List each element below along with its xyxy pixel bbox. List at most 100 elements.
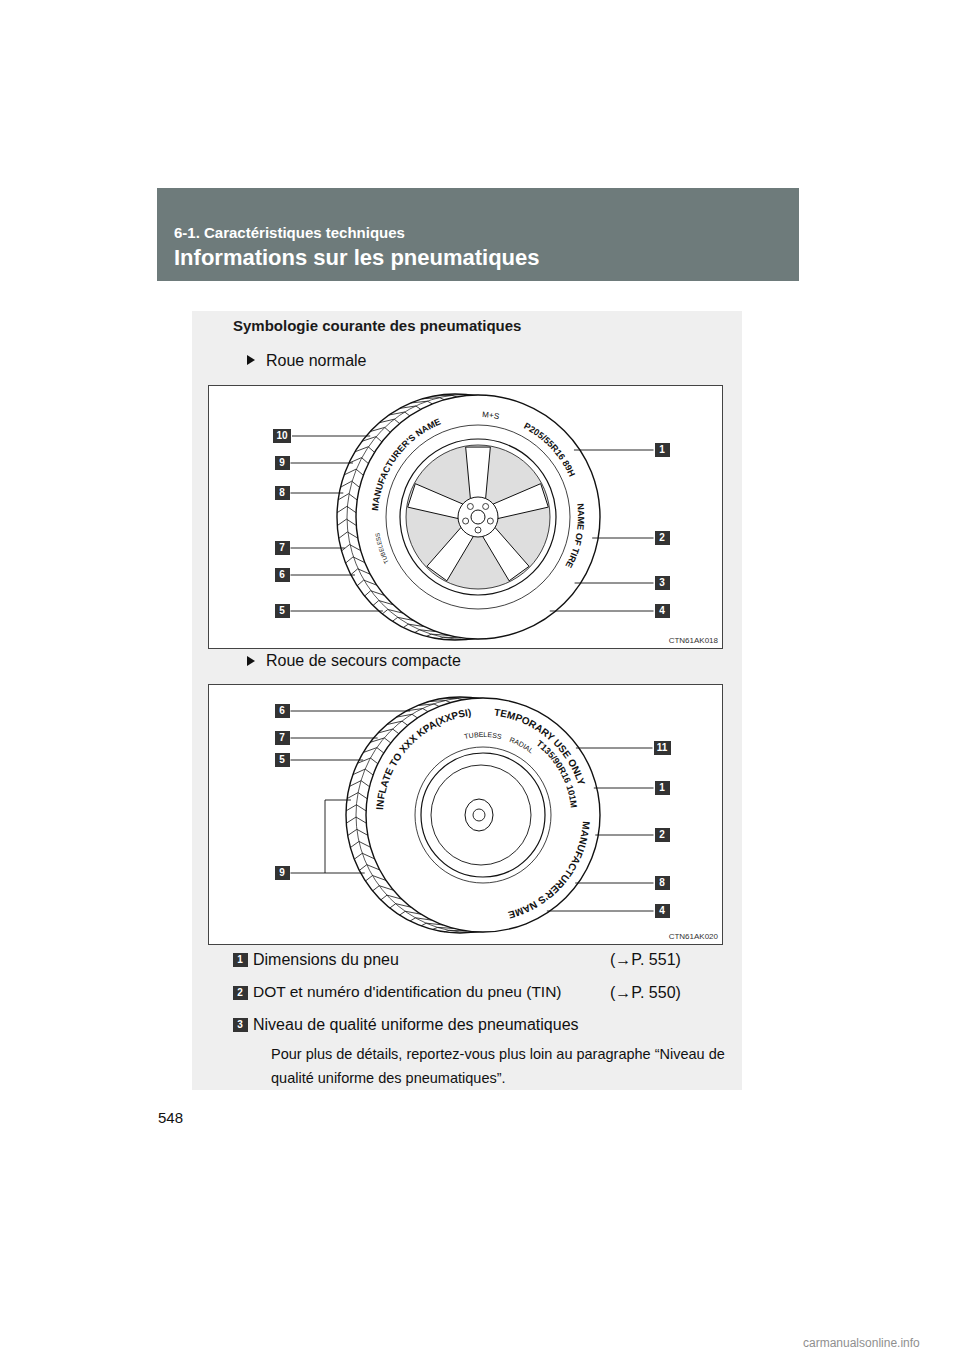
sidewall-marking: P205/55R16 89H (522, 421, 577, 478)
tread-groove (338, 494, 357, 500)
callout-number: 1 (655, 781, 670, 795)
callout-number: 4 (655, 904, 670, 918)
callout-number: 4 (655, 604, 670, 618)
tire-illustration: TEMPORARY USE ONLYT135/90R16 101MTUBELES… (209, 685, 724, 946)
callout-number: 2 (655, 828, 670, 842)
tread-groove (429, 701, 451, 703)
callout-digit: 8 (275, 486, 290, 500)
tread-groove (378, 729, 399, 734)
tread-groove (363, 748, 383, 753)
tire-sidewall (356, 395, 600, 639)
sidewall-marking-path: MANUFACTURER'S NAME (507, 821, 592, 921)
bullet-triangle (247, 355, 255, 365)
callout-digit: 1 (655, 443, 670, 457)
callout-number: 8 (275, 486, 290, 500)
wheel-spoke (466, 447, 491, 498)
label-text: Roue normale (266, 351, 367, 370)
label-text: (→P. 550) (610, 983, 681, 1002)
callout-number: 9 (275, 456, 290, 470)
callout-number: 6 (275, 704, 290, 718)
leader-line (291, 548, 345, 549)
callout-number: 5 (275, 753, 290, 767)
callout-number: 8 (655, 876, 670, 890)
sidewall-marking: TUBELESS (374, 532, 389, 564)
tread-groove (370, 738, 391, 743)
callout-number: 5 (275, 604, 290, 618)
callout-digit: 3 (655, 576, 670, 590)
callout-digit: 2 (655, 531, 670, 545)
label-text: Niveau de qualité uniforme des pneumatiq… (253, 1015, 579, 1034)
label-text: DOT et numéro d'identification du pneu (… (253, 983, 562, 1002)
tread-groove (389, 412, 410, 416)
body-text: Pour plus de détails, reportez-vous plus… (271, 1042, 733, 1090)
wheel-hub (465, 799, 493, 831)
leader-line (574, 450, 654, 451)
callout-digit: 7 (275, 541, 290, 555)
callout-number: 7 (275, 731, 290, 745)
label-text: Roue de secours compacte (266, 651, 461, 670)
leader-line (291, 760, 364, 761)
callout-digit: 9 (275, 866, 290, 880)
leader-line (291, 611, 383, 612)
lug-nut (475, 527, 481, 533)
tread-groove (417, 704, 439, 707)
callout-digit: 10 (273, 429, 291, 443)
callout-number: 11 (654, 741, 671, 755)
bead-line (386, 425, 570, 609)
wheel-spokes (408, 447, 549, 581)
tread-groove (387, 721, 408, 725)
callout-digit: 5 (275, 753, 290, 767)
callout-digit: 9 (275, 456, 290, 470)
tread-groove (440, 698, 462, 699)
wheel-rim (421, 753, 545, 877)
leader-line (575, 883, 653, 884)
label-text: (→P. 551) (610, 950, 681, 969)
tread-groove (354, 853, 374, 859)
leader-line (547, 911, 654, 912)
label-text: Dimensions du pneu (253, 950, 399, 969)
leader-line (292, 436, 370, 437)
callout-digit: 11 (654, 741, 671, 755)
callout-digit: 2 (655, 828, 670, 842)
callout-number: 3 (233, 1018, 248, 1032)
tread-groove (337, 519, 356, 525)
leader-line (592, 538, 653, 539)
leader-line (291, 463, 353, 464)
tread-groove (349, 781, 369, 787)
callout-digit: 4 (655, 904, 670, 918)
sidewall-marking-path: INFLATE TO XXX KPA(XXPSI) (374, 707, 472, 810)
callout-number: 1 (233, 953, 248, 967)
callout-digit: 5 (275, 604, 290, 618)
tread-groove (346, 805, 366, 811)
sidewall-marking: MANUFACTURER'S NAME (507, 821, 592, 921)
leader-line (594, 788, 654, 789)
callout-number: 2 (655, 531, 670, 545)
sidewall-marking-path: MANUFACTURER'S NAME (370, 417, 442, 512)
leader-line (575, 583, 654, 584)
node-text: Symbologie courante des pneumatiques (233, 317, 521, 334)
sidewall-marking-path: T135/90R16 101M (535, 738, 579, 808)
sidewall-marking-path: P205/55R16 89H (522, 421, 577, 478)
sidewall-marking-path: M+S (482, 410, 500, 421)
tread-groove (400, 406, 421, 409)
node-text: CTN61AK018 (669, 636, 718, 645)
sidewall-marking: TUBELESS (464, 731, 503, 740)
tread-groove (353, 769, 373, 775)
wheel-spoke (493, 484, 548, 519)
hub-cap (471, 510, 485, 524)
lug-nut (487, 518, 493, 524)
callout-digit: 3 (233, 1018, 248, 1032)
label-text: carmanualsonline.info (803, 1336, 920, 1350)
tread-groove (379, 419, 399, 423)
sidewall-marking: M+S (482, 410, 500, 421)
leader-line (576, 748, 653, 749)
node-text: CTN61AK020 (669, 932, 718, 941)
tread-groove (346, 557, 365, 563)
callout-number: 2 (233, 986, 248, 1000)
tread-groove (422, 398, 444, 400)
leader-line (550, 611, 654, 612)
sidewall-markings: TEMPORARY USE ONLYT135/90R16 101MTUBELES… (374, 707, 592, 921)
sidewall-marking: INFLATE TO XXX KPA(XXPSI) (374, 707, 472, 810)
lug-nut (467, 503, 473, 509)
